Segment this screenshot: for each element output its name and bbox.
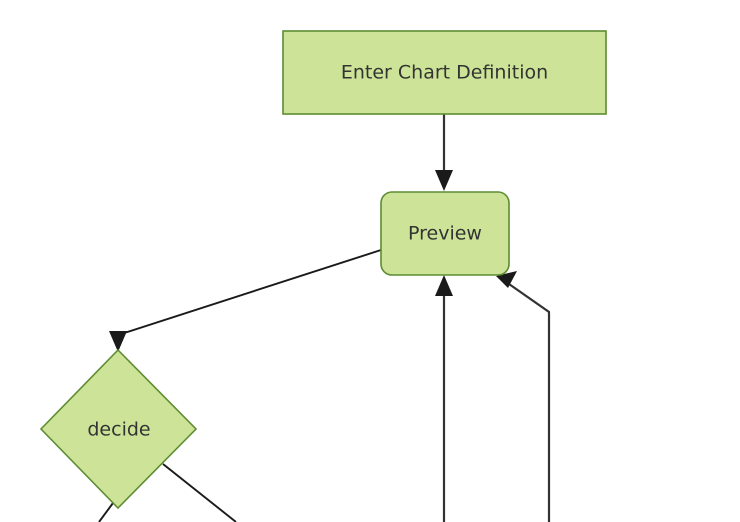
edge-enter-to-preview-arrowhead [435,170,453,191]
edge-decide-bottom-out-line [98,502,114,522]
edge-preview-to-decide-line [117,249,382,338]
node-decide[interactable]: decide [39,348,198,510]
edge-center-to-preview [435,275,453,522]
edge-center-to-preview-arrowhead [435,275,453,296]
node-enter-chart-definition[interactable]: Enter Chart Definition [282,30,607,115]
node-enter-chart-definition-shape[interactable] [282,30,607,115]
edge-decide-right-out-line [162,463,237,522]
edge-decide-bottom-out [98,502,114,522]
edge-preview-to-decide [109,249,382,352]
edge-preview-to-decide-arrowhead [109,331,127,352]
node-preview[interactable]: Preview [380,191,510,276]
node-decide-shape[interactable] [39,348,198,510]
edge-right-to-preview [496,271,551,522]
edge-enter-to-preview [435,114,453,191]
edge-decide-right-out [162,463,237,522]
edge-right-to-preview-line [508,283,551,522]
node-preview-shape[interactable] [380,191,510,276]
